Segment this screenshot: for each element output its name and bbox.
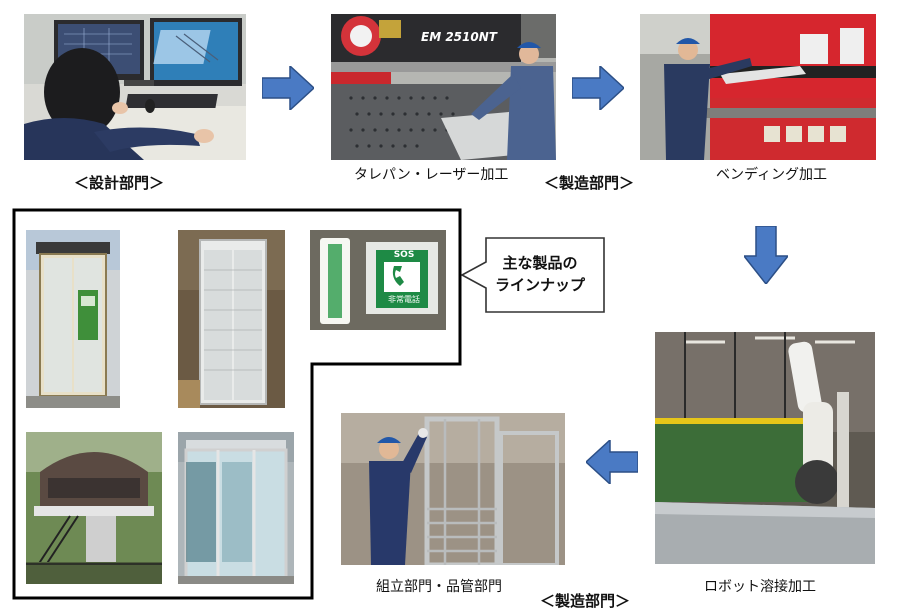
bending-label: ベンディング加工 [716,167,828,183]
arrow-right-2 [572,66,624,110]
robot-welding-photo [655,332,875,564]
arrow-right-1 [262,66,314,110]
arrow-left [586,440,638,484]
product-glass-booth-photo [178,432,294,584]
bending-photo [640,14,876,160]
product-lineup-callout [460,237,605,313]
product-phone-booth-photo [26,230,120,408]
callout-line-2: ラインナップ [494,276,585,294]
assembly-qc-label: 組立部門・品管部門 [376,579,502,595]
product-elevated-hut-photo [26,432,162,584]
robot-welding-label: ロボット溶接加工 [704,579,816,595]
product-sos-sign-photo: SOS 非常電話 [310,230,446,330]
turret-laser-label: タレパン・レーザー加工 [354,167,509,183]
design-department-label: ＜設計部門＞ [74,174,165,192]
sos-text: SOS [393,250,415,260]
arrow-down [744,226,788,284]
manufacturing-department-label-top: ＜製造部門＞ [544,174,635,192]
assembly-qc-photo [341,413,565,565]
product-tall-booth-photo [178,230,285,408]
machine-model-label: EM 2510NT [421,30,497,44]
callout-line-1: 主な製品の [502,254,578,272]
design-department-photo [24,14,246,160]
manufacturing-department-label-bottom: ＜製造部門＞ [540,592,631,610]
emergency-phone-text: 非常電話 [388,295,420,304]
turret-laser-photo: EM 2510NT [331,14,556,160]
